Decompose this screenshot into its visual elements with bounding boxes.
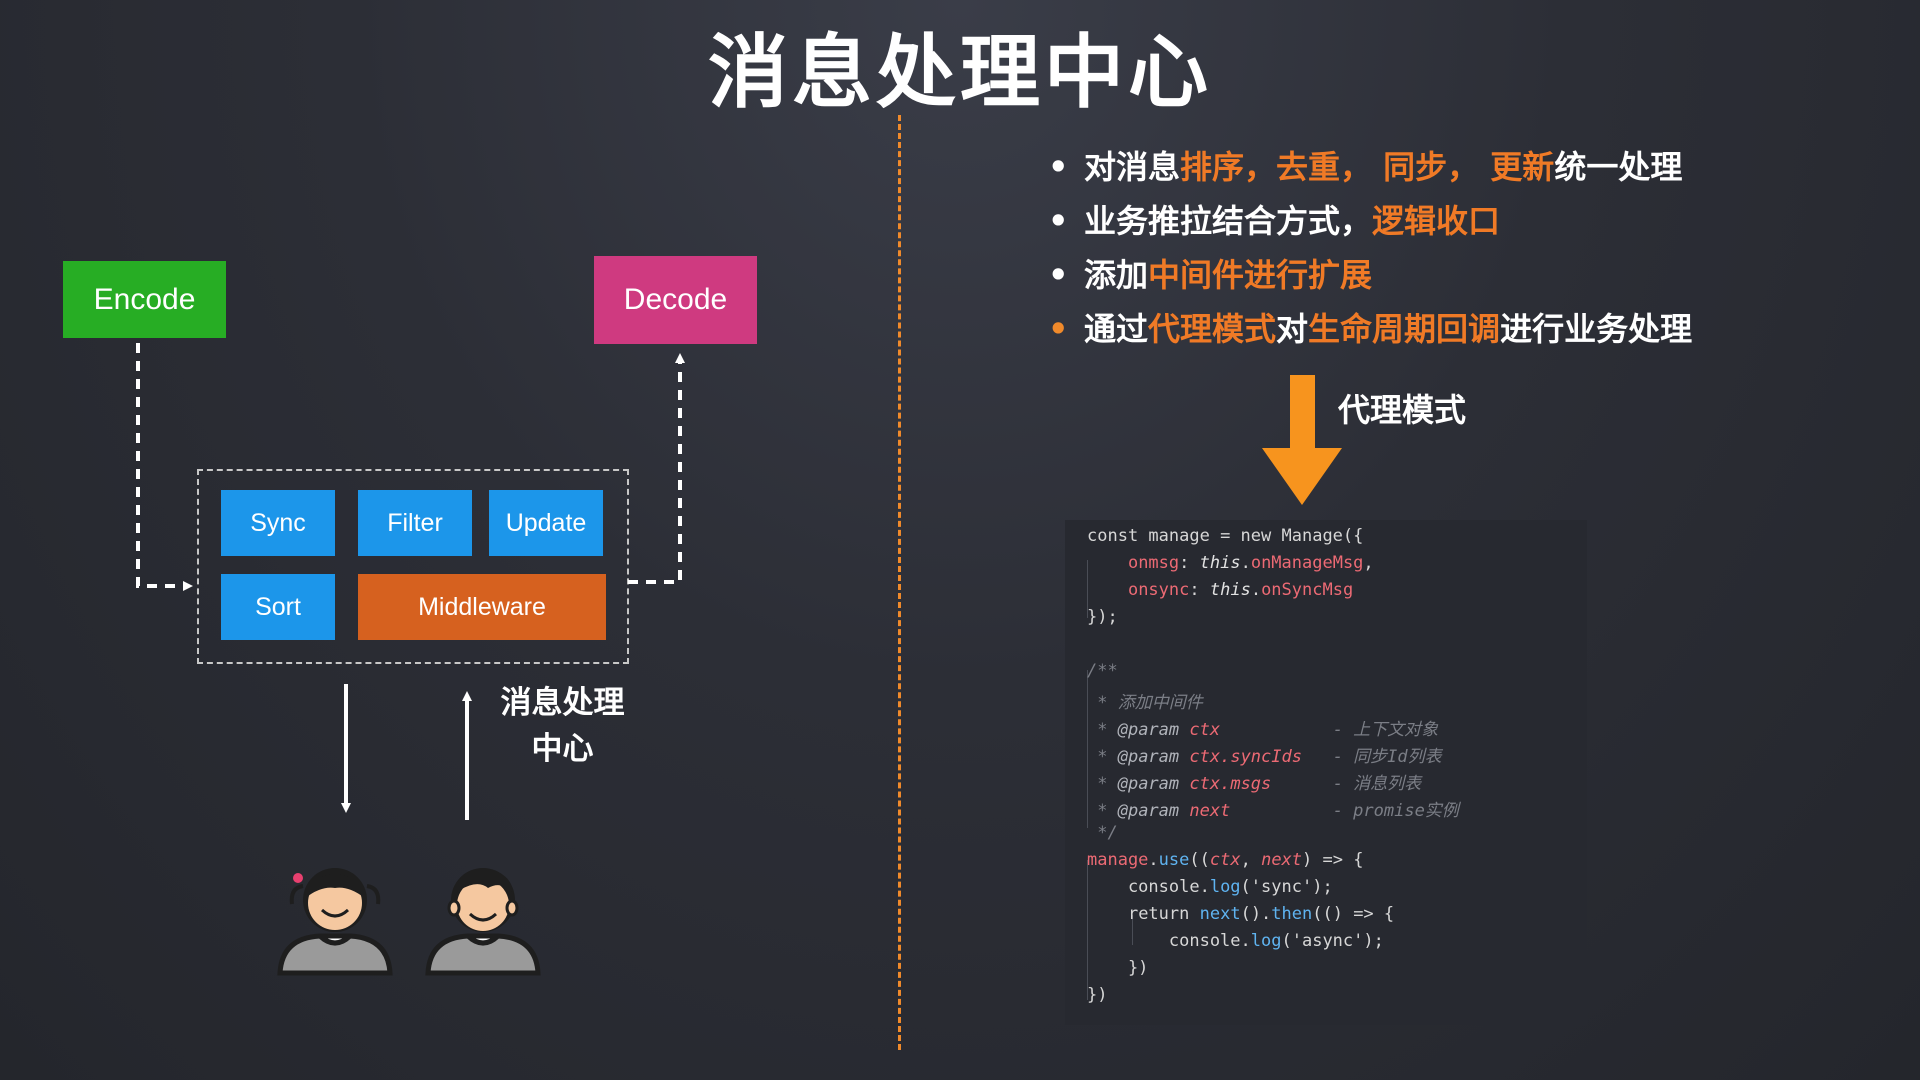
girl-avatar-icon (277, 868, 393, 976)
code-line: * @param ctx.msgs - 消息列表 (1087, 774, 1422, 794)
hub-label: 消息处理 中心 (500, 685, 625, 767)
vertical-divider (898, 115, 901, 1050)
bullet-item: • 通过代理模式对生命周期回调进行业务处理 (1048, 302, 1692, 356)
code-line: onmsg: this.onManageMsg, (1127, 553, 1374, 573)
page-title: 消息处理中心 (708, 26, 1212, 119)
code-line: /** (1087, 661, 1118, 681)
bullet-text: 业务推拉结合方式， (1084, 202, 1373, 240)
code-line: }); (1087, 607, 1118, 627)
message-hub-container (197, 469, 629, 664)
bullet-dot-icon: • (1048, 202, 1069, 240)
code-line: */ (1087, 823, 1118, 843)
proxy-down-arrow (1262, 375, 1342, 505)
code-line: }) (1087, 985, 1108, 1005)
highlight-text: 排序，去重， 同步， 更新 (1180, 148, 1555, 186)
bullet-item: • 对消息排序，去重， 同步， 更新统一处理 (1048, 140, 1692, 194)
code-line: console.log('sync'); (1087, 877, 1333, 897)
bullet-item: • 业务推拉结合方式，逻辑收口 (1048, 194, 1692, 248)
module-sort: Sort (221, 574, 335, 640)
bullet-text: 对消息 (1084, 148, 1181, 186)
highlight-text: 生命周期回调 (1308, 310, 1501, 348)
bullet-text: 对 (1276, 310, 1309, 348)
code-line: console.log('async'); (1087, 931, 1384, 951)
code-line: manage.use((ctx, next) => { (1087, 850, 1364, 870)
proxy-pattern-label: 代理模式 (1338, 391, 1467, 429)
code-line: * 添加中间件 (1087, 693, 1203, 713)
encode-box: Encode (63, 261, 226, 338)
code-line: * @param ctx - 上下文对象 (1087, 720, 1439, 740)
bullet-item: • 添加中间件进行扩展 (1048, 248, 1692, 302)
highlight-text: 代理模式 (1148, 310, 1277, 348)
module-filter: Filter (358, 490, 472, 556)
decode-box: Decode (594, 256, 757, 344)
code-line: * @param next - promise实例 (1087, 801, 1459, 821)
bullet-text: 统一处理 (1554, 148, 1683, 186)
bullet-dot-icon: • (1048, 310, 1069, 348)
encode-to-hub-arrow (136, 343, 193, 591)
boy-avatar-icon (425, 868, 541, 976)
module-middleware: Middleware (358, 574, 606, 640)
bullet-dot-icon: • (1048, 148, 1069, 186)
module-sync: Sync (221, 490, 335, 556)
bullet-text: 添加 (1084, 256, 1149, 294)
bullet-text: 进行业务处理 (1500, 310, 1693, 348)
bullet-text: 通过 (1084, 310, 1149, 348)
code-line: onsync: this.onSyncMsg (1127, 580, 1354, 600)
code-line: const manage = new Manage({ (1087, 526, 1364, 546)
highlight-text: 逻辑收口 (1372, 202, 1501, 240)
code-line: return next().then(() => { (1127, 904, 1395, 924)
highlight-text: 中间件进行扩展 (1148, 256, 1373, 294)
hub-to-decode-arrow (628, 353, 685, 584)
feature-bullet-list: • 对消息排序，去重， 同步， 更新统一处理 • 业务推拉结合方式，逻辑收口 • 添加中间… (1048, 140, 1692, 356)
module-update: Update (489, 490, 603, 556)
bullet-dot-icon: • (1048, 256, 1069, 294)
code-line: * @param ctx.syncIds - 同步Id列表 (1087, 747, 1442, 767)
code-panel: const manage = new Manage({ onmsg: this.… (1065, 520, 1587, 1025)
code-line: }) (1087, 958, 1149, 978)
